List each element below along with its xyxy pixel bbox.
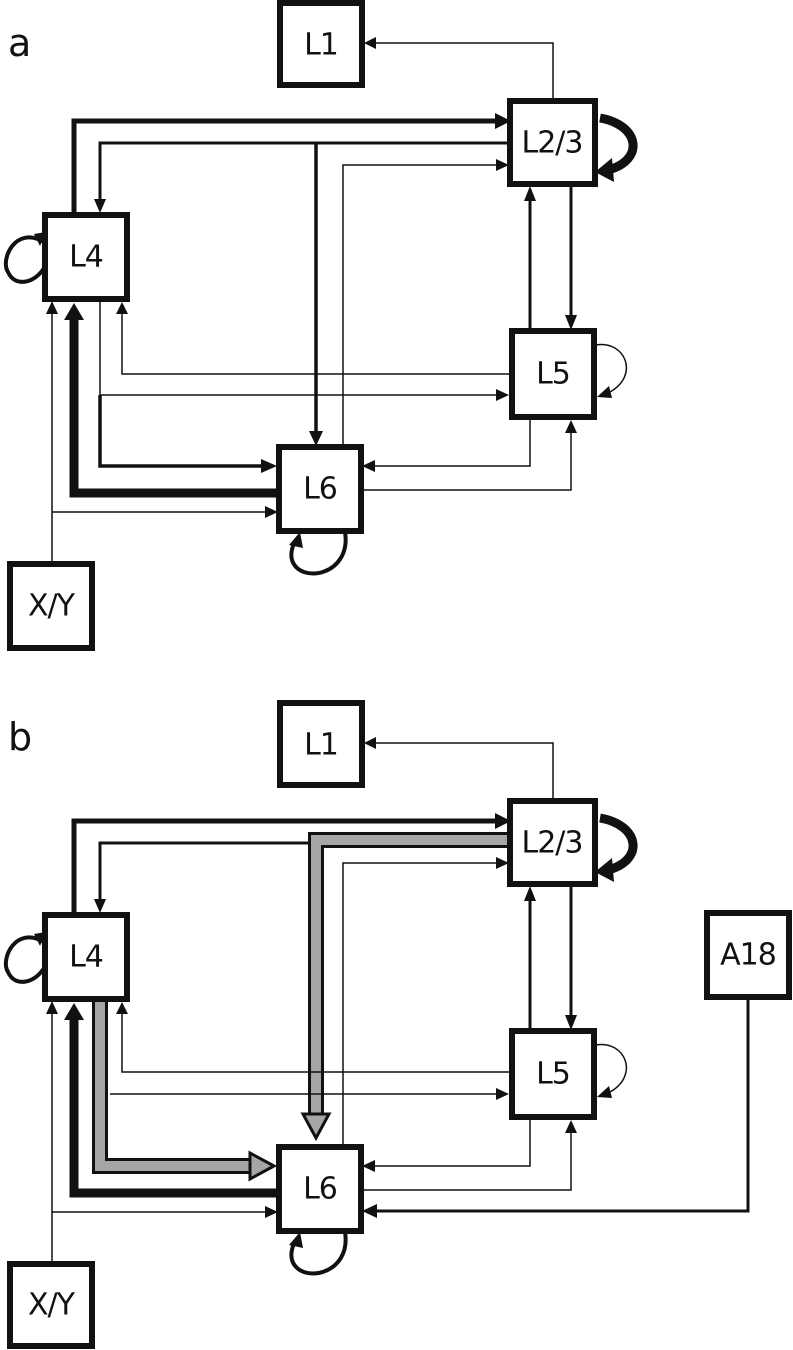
panel-a-label: a bbox=[8, 21, 31, 65]
node-l4: L4 bbox=[42, 912, 130, 1002]
node-xy: X/Y bbox=[7, 561, 95, 651]
svg-text:L2/3: L2/3 bbox=[522, 126, 583, 161]
edge-l4-to-l6-highlight bbox=[92, 997, 278, 1182]
node-l6: L6 bbox=[276, 1144, 364, 1234]
edge-l6-to-l4 bbox=[64, 303, 279, 498]
edge-l4-to-l23 bbox=[71, 113, 511, 216]
edge-l23-to-l4 bbox=[94, 141, 509, 213]
panel-b-label: b bbox=[8, 715, 32, 759]
svg-text:L5: L5 bbox=[536, 357, 570, 392]
edge-l4-to-l6 bbox=[98, 395, 277, 473]
edge-xy-to-l6 bbox=[52, 506, 278, 518]
edge-l5-self bbox=[595, 343, 628, 398]
edge-l23-to-l1 bbox=[364, 37, 554, 100]
edge-xy-to-l4 bbox=[46, 1001, 58, 1263]
edge-l5-to-l6 bbox=[362, 420, 531, 472]
svg-text:L1: L1 bbox=[304, 28, 338, 63]
edge-l5-to-l23 bbox=[524, 886, 536, 1030]
edge-l4-self bbox=[3, 932, 46, 984]
node-l1: L1 bbox=[277, 700, 365, 788]
edge-l5-self bbox=[595, 1043, 628, 1098]
svg-text:L5: L5 bbox=[536, 1057, 570, 1092]
edge-l4-to-l5 bbox=[110, 1088, 509, 1100]
edge-l23-self bbox=[595, 813, 638, 882]
edge-l5-to-l4 bbox=[116, 302, 511, 375]
edge-l5-to-l4 bbox=[116, 1002, 511, 1073]
edge-l6-to-l5 bbox=[362, 420, 577, 491]
edge-l6-self bbox=[289, 531, 348, 576]
node-l4: L4 bbox=[42, 212, 130, 302]
node-xy: X/Y bbox=[7, 1261, 95, 1349]
edge-l6-to-l4 bbox=[64, 1003, 279, 1198]
svg-text:L6: L6 bbox=[303, 1172, 337, 1207]
svg-text:L4: L4 bbox=[69, 240, 103, 275]
node-l23: L2/3 bbox=[507, 798, 598, 887]
node-l1: L1 bbox=[277, 0, 365, 88]
edge-l6-to-l23 bbox=[342, 159, 509, 446]
edge-l5-to-l6 bbox=[362, 1120, 531, 1172]
edge-l23-to-l5 bbox=[565, 186, 577, 330]
edge-l23-self bbox=[595, 113, 638, 182]
panel-b: b bbox=[3, 700, 792, 1349]
svg-text:L6: L6 bbox=[303, 472, 337, 507]
edge-l23-to-l6-highlight bbox=[300, 832, 509, 1142]
edge-l6-to-l23 bbox=[342, 857, 509, 1146]
svg-text:L4: L4 bbox=[69, 940, 103, 975]
edge-l6-to-l5 bbox=[362, 1120, 577, 1191]
node-a18: A18 bbox=[704, 910, 792, 1000]
edge-l23-to-l5 bbox=[565, 886, 577, 1030]
edge-l4-to-l5 bbox=[99, 298, 509, 401]
edge-l4-self bbox=[3, 232, 46, 284]
svg-text:L1: L1 bbox=[304, 728, 338, 763]
node-l5: L5 bbox=[509, 328, 597, 420]
svg-text:X/Y: X/Y bbox=[28, 589, 76, 624]
panel-a: a bbox=[3, 0, 638, 651]
edge-xy-to-l6 bbox=[52, 1206, 278, 1218]
edge-l4-to-l23 bbox=[71, 813, 511, 916]
svg-text:L2/3: L2/3 bbox=[522, 826, 583, 861]
edge-l23-to-l4 bbox=[94, 841, 509, 913]
node-l5: L5 bbox=[509, 1028, 597, 1120]
edge-l23-to-l6 bbox=[309, 143, 323, 446]
svg-text:X/Y: X/Y bbox=[28, 1288, 76, 1323]
edge-xy-to-l4 bbox=[46, 301, 58, 563]
edge-a18-to-l6 bbox=[362, 998, 750, 1218]
edge-l6-self bbox=[289, 1231, 348, 1276]
node-l6: L6 bbox=[276, 444, 364, 534]
edge-l23-to-l1 bbox=[364, 737, 554, 800]
svg-text:A18: A18 bbox=[720, 938, 776, 973]
edge-l5-to-l23 bbox=[524, 186, 536, 330]
node-l23: L2/3 bbox=[507, 98, 598, 187]
